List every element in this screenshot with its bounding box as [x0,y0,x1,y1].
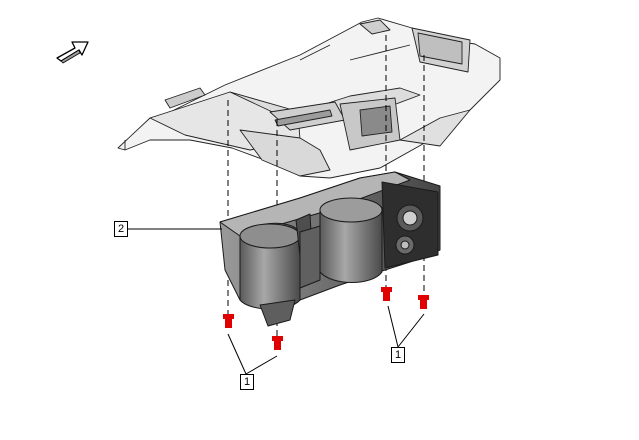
screw [381,287,392,301]
upper-bracket [117,17,501,179]
front-direction-arrow-icon [56,41,89,64]
screw [223,314,234,328]
screw [272,336,283,350]
lower-housing [219,171,441,327]
callout-screw-right: 1 [391,347,405,363]
callout-housing: 2 [114,221,128,237]
screw [418,295,429,309]
callout-screw-left: 1 [240,374,254,390]
leader-lines-1 [227,305,425,375]
